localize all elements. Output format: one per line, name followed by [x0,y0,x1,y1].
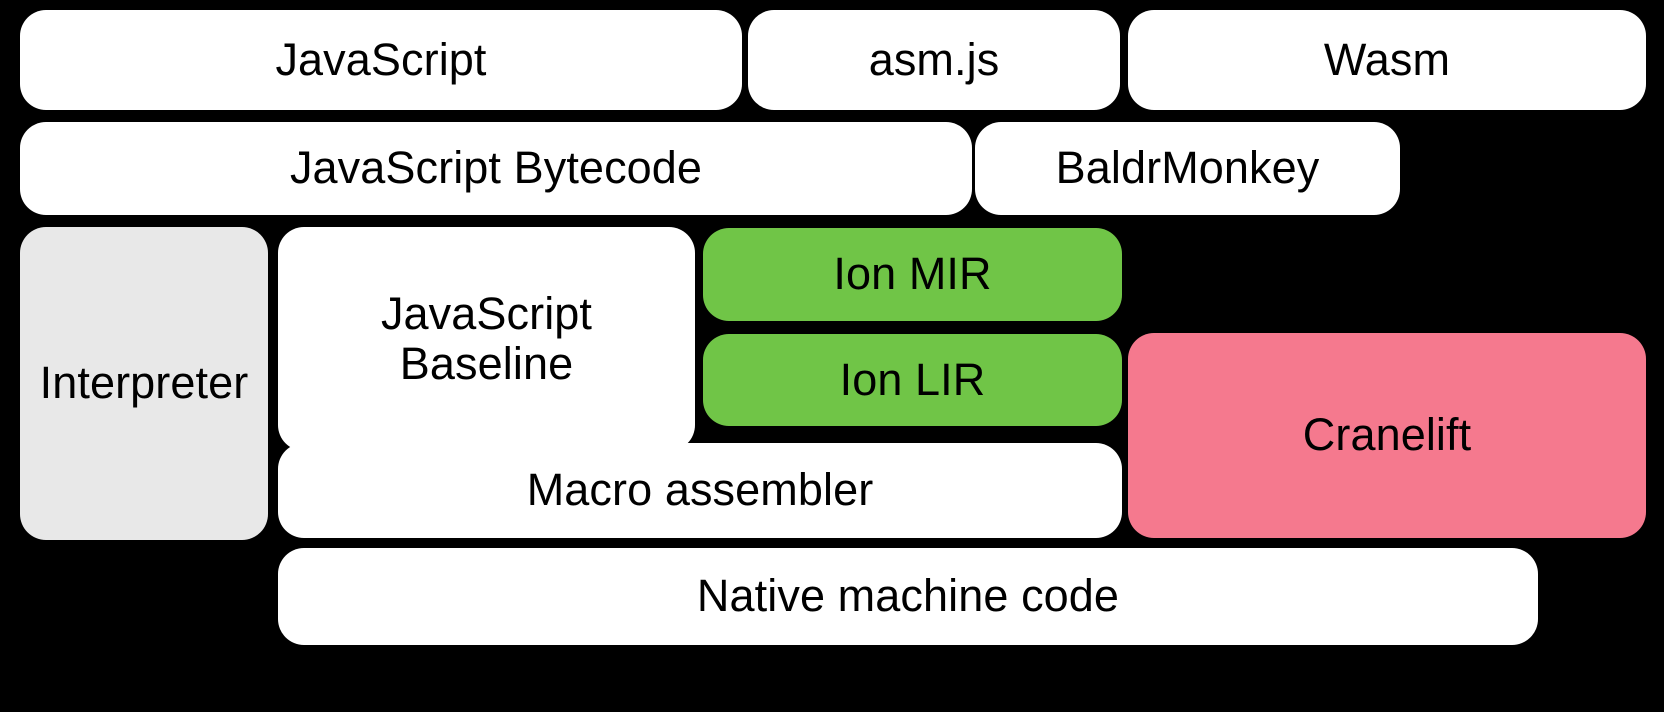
node-ion-lir[interactable]: Ion LIR [703,334,1122,426]
node-javascript-baseline[interactable]: JavaScript Baseline [278,227,695,451]
node-label-interpreter: Interpreter [39,357,249,409]
node-label-ion-mir: Ion MIR [833,248,992,300]
node-label-asmjs: asm.js [868,33,1000,85]
node-label-cranelift: Cranelift [1302,409,1472,461]
node-macro-assembler[interactable]: Macro assembler [278,443,1122,538]
node-asmjs[interactable]: asm.js [748,10,1120,110]
node-label-wasm: Wasm [1323,33,1451,85]
node-label-javascript-baseline: JavaScript Baseline [380,287,593,389]
node-cranelift[interactable]: Cranelift [1128,333,1646,538]
node-wasm[interactable]: Wasm [1128,10,1646,110]
node-label-baldrmonkey: BaldrMonkey [1055,142,1320,194]
node-javascript-bytecode[interactable]: JavaScript Bytecode [20,122,972,215]
node-ion-mir[interactable]: Ion MIR [703,228,1122,321]
node-label-ion-lir: Ion LIR [839,353,986,405]
node-label-macro-assembler: Macro assembler [526,464,874,516]
node-baldrmonkey[interactable]: BaldrMonkey [975,122,1400,215]
node-label-native-machine-code: Native machine code [696,570,1120,622]
node-native-machine-code[interactable]: Native machine code [278,548,1538,645]
node-javascript[interactable]: JavaScript [20,10,742,110]
node-label-javascript-bytecode: JavaScript Bytecode [289,142,703,194]
node-label-javascript: JavaScript [275,33,487,85]
node-interpreter[interactable]: Interpreter [20,227,268,540]
